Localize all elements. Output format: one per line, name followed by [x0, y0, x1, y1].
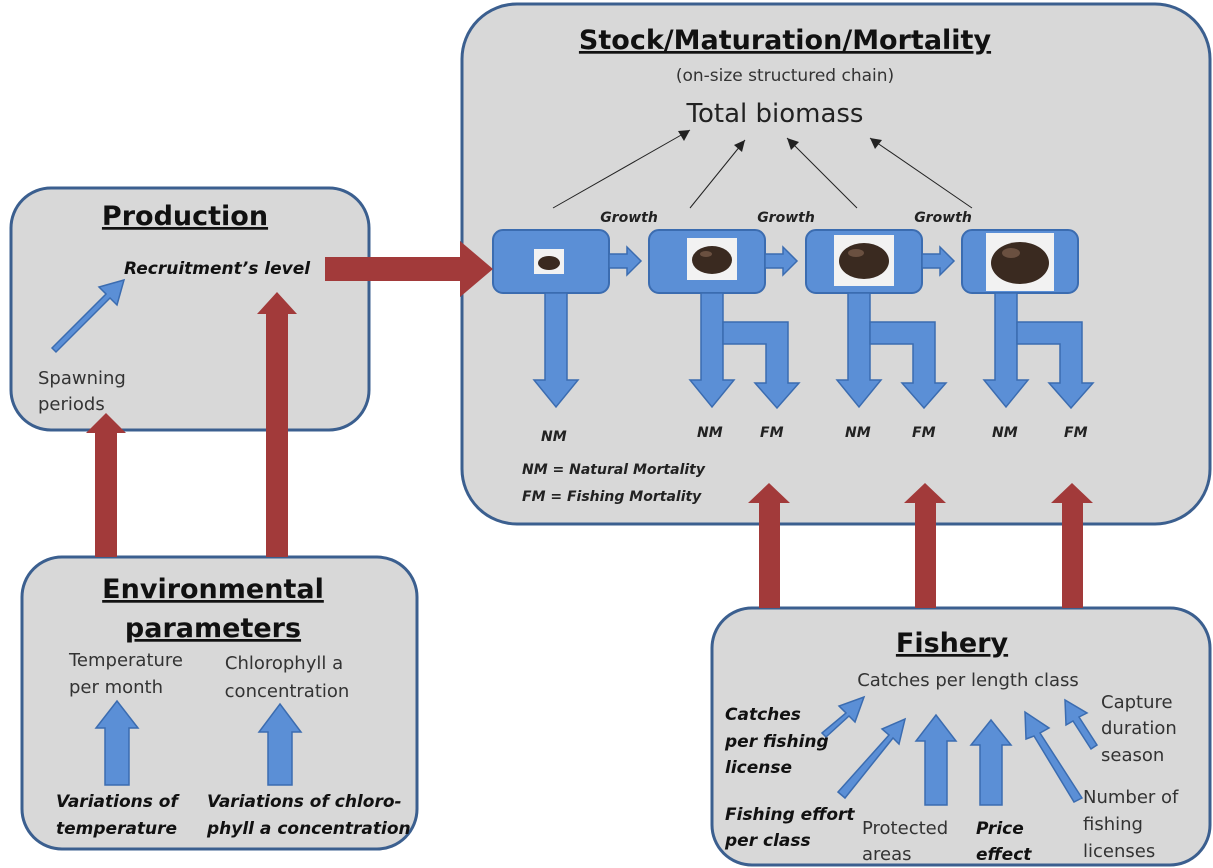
fm-label-2: FM — [760, 425, 784, 441]
fm-label-4: FM — [1064, 425, 1088, 441]
growth-label-3: Growth — [914, 210, 972, 226]
clam-image-1 — [534, 249, 564, 274]
production-title: Production — [102, 201, 268, 232]
temperature-label-2: per month — [69, 677, 163, 698]
capture-label-2: duration — [1101, 718, 1177, 739]
var-temp-label-2: temperature — [56, 819, 177, 839]
fishery-to-fm2-arrow — [748, 483, 790, 608]
stock-title: Stock/Maturation/Mortality — [579, 25, 992, 56]
catches-license-label-2: per fishing — [724, 732, 829, 752]
stock-subtitle: (on-size structured chain) — [676, 66, 894, 86]
total-biomass-label: Total biomass — [686, 99, 864, 129]
clam-image-3 — [834, 235, 894, 286]
licenses-label-3: licenses — [1083, 841, 1155, 862]
fm-label-3: FM — [912, 425, 936, 441]
catches-license-label-1: Catches — [725, 705, 801, 725]
env-title-2: parameters — [125, 613, 301, 644]
spawning-label-2: periods — [38, 394, 105, 415]
spawning-to-recruitment-arrow — [50, 278, 126, 354]
fishery-box — [710, 606, 1212, 867]
clam-image-2 — [687, 238, 737, 280]
biomass-arrows — [552, 129, 973, 209]
chl-to-recruitment-arrow — [257, 292, 297, 557]
temp-variation-arrow — [94, 699, 140, 786]
chlorophyll-label-1: Chlorophyll a — [225, 653, 343, 674]
spawning-label-1: Spawning — [38, 368, 126, 389]
recruitment-label: Recruitment’s level — [124, 259, 311, 279]
fishery-driver-arrows — [820, 695, 1099, 806]
clam-image-4 — [986, 233, 1054, 291]
protected-label-1: Protected — [862, 818, 948, 839]
licenses-label-2: fishing — [1083, 814, 1143, 835]
var-temp-label-1: Variations of — [56, 792, 180, 812]
fishery-to-fm4-arrow — [1051, 483, 1093, 608]
capture-label-1: Capture — [1101, 692, 1173, 713]
licenses-label-1: Number of — [1083, 787, 1179, 808]
fishery-to-fm3-arrow — [904, 483, 946, 608]
env-title-1: Environmental — [102, 574, 324, 605]
var-chl-label-1: Variations of chloro- — [207, 792, 402, 812]
growth-label-1: Growth — [600, 210, 658, 226]
nm-label-4: NM — [992, 425, 1018, 441]
growth-arrows — [608, 245, 956, 277]
catches-license-label-3: license — [725, 758, 792, 778]
chlorophyll-label-2: concentration — [225, 681, 350, 702]
growth-label-2: Growth — [757, 210, 815, 226]
recruitment-to-stock-arrow — [325, 241, 493, 297]
effort-label-2: per class — [724, 831, 811, 851]
fishery-title: Fishery — [896, 628, 1009, 659]
temp-to-spawning-arrow — [86, 413, 126, 557]
legend-fm: FM = Fishing Mortality — [522, 489, 702, 505]
price-label-1: Price — [976, 819, 1024, 839]
legend-nm: NM = Natural Mortality — [522, 462, 706, 478]
nm-label-2: NM — [697, 425, 723, 441]
catches-length-label: Catches per length class — [857, 670, 1079, 691]
var-chl-label-2: phyll a concentration — [206, 819, 411, 839]
protected-label-2: areas — [862, 844, 912, 865]
price-label-2: effect — [976, 845, 1032, 865]
effort-label-1: Fishing effort — [725, 805, 855, 825]
capture-label-3: season — [1101, 745, 1164, 766]
nm-label-1: NM — [541, 429, 567, 445]
chl-variation-arrow — [257, 702, 303, 786]
temperature-label-1: Temperature — [68, 650, 183, 671]
nm-label-3: NM — [845, 425, 871, 441]
mortality-arrows — [532, 292, 1095, 410]
